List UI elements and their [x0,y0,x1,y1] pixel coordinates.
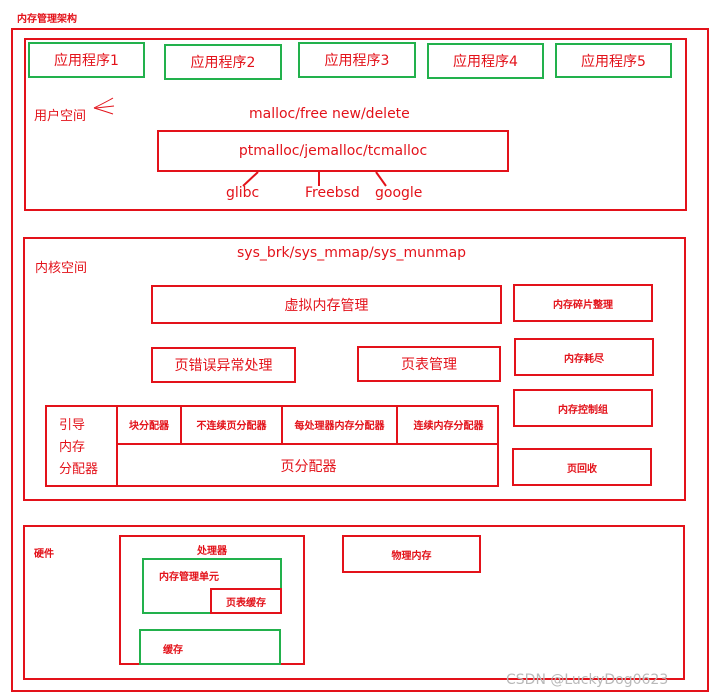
allocator-group [45,405,499,487]
cache-label: 缓存 [163,645,183,656]
user-space-label: 用户空间 [34,109,87,124]
app-box-3: 应用程序3 [298,42,416,78]
page-table-box: 页表管理 [357,346,501,382]
page-reclaim-box: 页回收 [512,448,652,486]
virtual-memory-box: 虚拟内存管理 [151,285,502,324]
app-box-1: 应用程序1 [28,42,145,78]
slab-allocator-cell: 块分配器 [118,405,182,445]
kernel-space-label: 内核空间 [35,261,88,276]
origin-google: google [375,185,423,201]
connector-glibc [242,171,259,187]
watermark-text: CSDN @LuckyDog0623 [506,672,669,688]
vmalloc-allocator-cell: 不连续页分配器 [182,405,283,445]
tlb-box: 页表缓存 [210,588,282,614]
origin-freebsd: Freebsd [305,185,360,201]
cache-box [139,629,281,665]
cpu-label: 处理器 [197,546,227,557]
kernel-space-panel [23,237,686,501]
user-api-label: malloc/free new/delete [249,106,410,122]
app-box-5: 应用程序5 [555,43,672,78]
user-space-panel [24,38,687,211]
hardware-label: 硬件 [34,549,54,560]
syscalls-label: sys_brk/sys_mmap/sys_munmap [237,245,467,261]
page-allocator-cell: 页分配器 [280,459,337,475]
memcg-box: 内存控制组 [513,389,653,427]
cma-allocator-cell: 连续内存分配器 [398,405,499,445]
boot-allocator-line-2: 内存 [59,440,86,455]
percpu-allocator-cell: 每处理器内存分配器 [283,405,398,445]
page-fault-box: 页错误异常处理 [151,347,296,383]
boot-allocator-line-3: 分配器 [59,462,99,477]
allocator-libs-box: ptmalloc/jemalloc/tcmalloc [157,130,509,172]
boot-allocator-line-1: 引导 [59,418,86,433]
app-box-2: 应用程序2 [164,44,282,80]
app-box-4: 应用程序4 [427,43,544,79]
connector-google [375,171,387,187]
page-title: 内存管理架构 [17,14,77,25]
origin-glibc: glibc [226,185,260,201]
physical-memory-box: 物理内存 [342,535,481,573]
hand-arrow-icon [93,97,115,115]
compaction-box: 内存碎片整理 [513,284,653,322]
hardware-panel [23,525,685,680]
oom-box: 内存耗尽 [514,338,654,376]
boot-allocator-cell: 引导 内存 分配器 [45,405,118,487]
outer-frame [11,28,709,692]
mmu-label: 内存管理单元 [159,572,219,583]
